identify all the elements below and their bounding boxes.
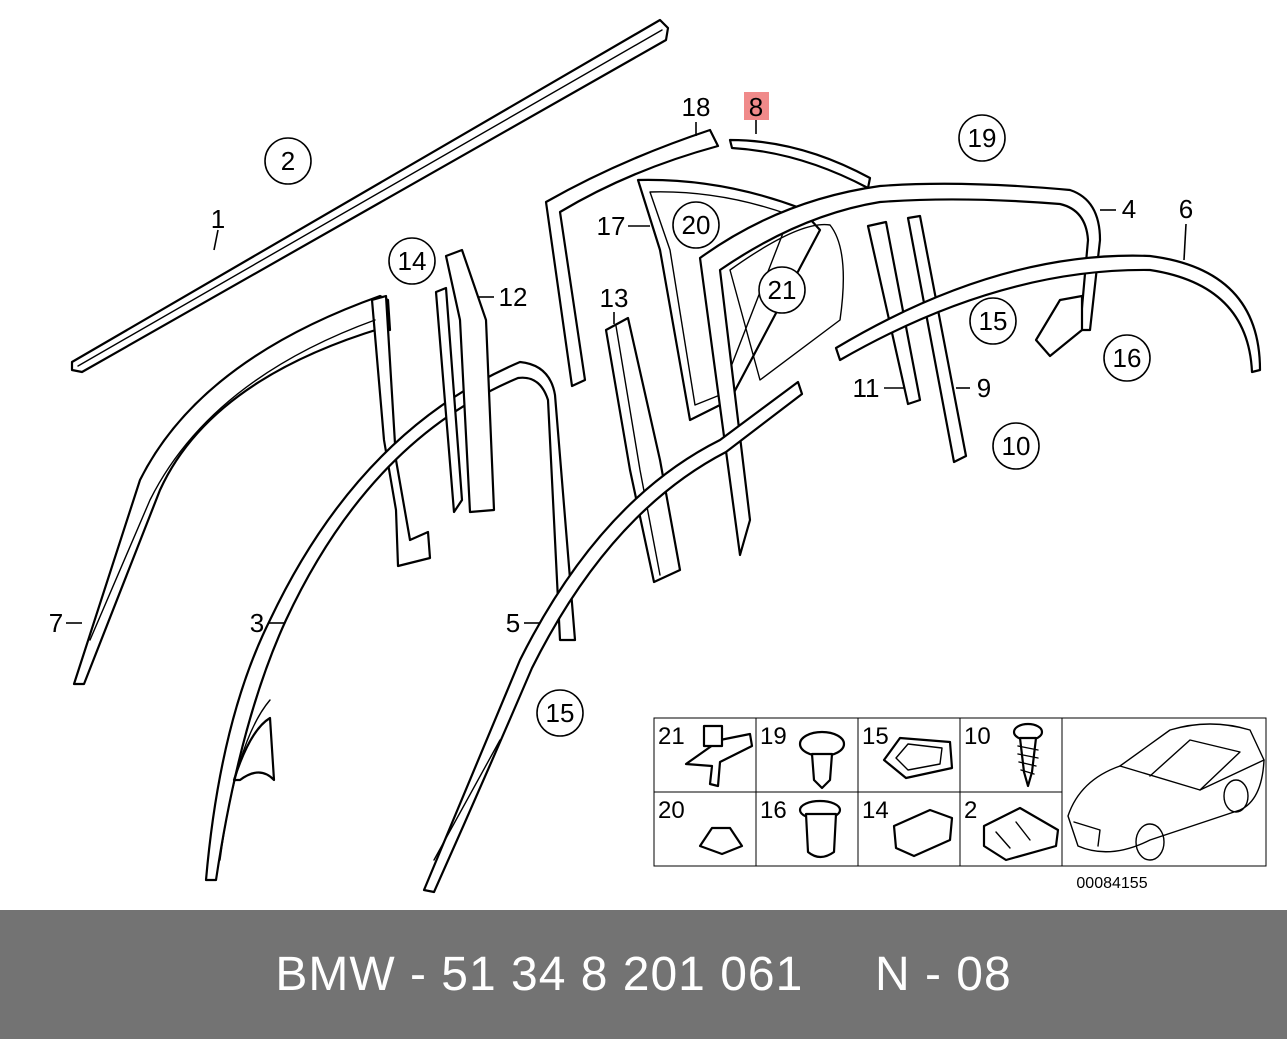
part-8-top-strip[interactable] [728, 138, 872, 190]
svg-text:19: 19 [760, 723, 787, 750]
svg-text:18: 18 [682, 92, 711, 122]
part-3-front-door-seal[interactable] [204, 360, 577, 882]
svg-text:1: 1 [211, 204, 225, 234]
callout-8-highlighted: 8 [749, 92, 763, 122]
part-13-window-guide[interactable] [604, 316, 682, 584]
part-11-pillar-cover[interactable] [866, 220, 922, 406]
svg-text:20: 20 [658, 797, 685, 824]
grommet-16-icon [798, 799, 842, 859]
svg-text:21: 21 [768, 275, 797, 305]
part-5-rear-door-moulding[interactable] [422, 380, 804, 894]
svg-text:11: 11 [853, 373, 880, 403]
clip-15-icon [882, 736, 954, 780]
part-7-door-frame-trim[interactable] [72, 294, 432, 686]
svg-text:4: 4 [1122, 194, 1136, 224]
car-location-sketch [1067, 723, 1265, 861]
part-number-caption: BMW - 51 34 8 201 061 N - 08 [275, 948, 1012, 1001]
svg-text:2: 2 [964, 797, 977, 824]
svg-text:14: 14 [398, 246, 427, 276]
svg-text:3: 3 [250, 608, 264, 638]
diagram-number: 00084155 [1076, 875, 1147, 892]
part-12-b-pillar-trim[interactable] [434, 248, 496, 514]
pad-20-icon [698, 826, 744, 856]
svg-text:9: 9 [977, 373, 991, 403]
svg-text:7: 7 [49, 608, 63, 638]
svg-text:6: 6 [1179, 194, 1193, 224]
part-9-pillar-cover[interactable] [906, 214, 968, 464]
part-18-rear-window-frame[interactable] [544, 128, 720, 388]
svg-text:14: 14 [862, 797, 889, 824]
svg-text:16: 16 [1113, 343, 1142, 373]
svg-text:15: 15 [546, 698, 575, 728]
leader-lines [66, 120, 1187, 624]
svg-text:13: 13 [600, 283, 629, 313]
svg-text:5: 5 [506, 608, 520, 638]
svg-text:17: 17 [597, 211, 626, 241]
svg-text:19: 19 [968, 123, 997, 153]
callout-labels: 1 7 3 5 12 13 17 18 8 4 6 11 9 [49, 92, 1193, 638]
footer-bar: BMW - 51 34 8 201 061 N - 08 [0, 910, 1287, 1039]
svg-text:20: 20 [682, 210, 711, 240]
parts-diagram: 1 7 3 5 12 13 17 18 8 4 6 11 9 2 14 20 2… [49, 18, 1267, 894]
clip-21-icon [684, 724, 754, 788]
rivet-19-icon [798, 730, 846, 790]
clip-14-icon [892, 808, 954, 858]
svg-text:21: 21 [658, 723, 685, 750]
svg-text:15: 15 [862, 723, 889, 750]
svg-text:15: 15 [979, 306, 1008, 336]
part-1-roof-moulding[interactable] [70, 18, 670, 374]
circled-callouts: 2 14 20 21 19 15 16 10 15 [264, 114, 1151, 737]
clip-2-icon [982, 806, 1060, 862]
part-6-wheel-arch-trim[interactable] [834, 254, 1262, 374]
svg-text:10: 10 [1002, 431, 1031, 461]
fastener-legend: 21 19 15 10 20 16 14 2 [653, 717, 1267, 867]
svg-text:12: 12 [499, 282, 528, 312]
svg-text:2: 2 [281, 146, 295, 176]
svg-text:16: 16 [760, 797, 787, 824]
svg-text:10: 10 [964, 723, 991, 750]
highlight-box [744, 92, 769, 120]
part-4-bracket[interactable] [1034, 294, 1084, 358]
screw-10-icon [1012, 722, 1044, 788]
